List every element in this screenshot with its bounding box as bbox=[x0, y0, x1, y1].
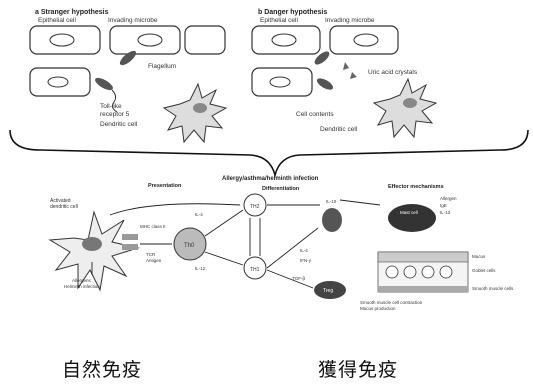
activated-dendritic-cell bbox=[50, 212, 138, 290]
label-il10: IL-10 bbox=[326, 199, 337, 204]
epithelial-cell bbox=[185, 26, 225, 54]
dendritic-cell bbox=[164, 84, 226, 142]
label-microbe: Invading microbe bbox=[325, 17, 375, 24]
label-il4: IL-4 bbox=[195, 212, 203, 217]
label-microbe: Invading microbe bbox=[108, 17, 158, 24]
epithelium-block bbox=[378, 252, 468, 292]
label-flagellum: Flagellum bbox=[148, 63, 176, 70]
nucleus bbox=[48, 77, 68, 87]
nucleus bbox=[270, 77, 290, 87]
label-tlr: Toll-like bbox=[100, 103, 122, 110]
label-activated-dc2: dendritic cell bbox=[50, 204, 78, 210]
adaptive-immunity-panel: Allergy/asthma/helminth infection Presen… bbox=[50, 176, 514, 311]
label-bottom-note2: Mucus production bbox=[360, 306, 396, 311]
label-il12: IL-12 bbox=[195, 266, 206, 271]
col-presentation: Presentation bbox=[148, 183, 182, 189]
panel-danger-hypothesis: b Danger hypothesis Epithelial cell Inva… bbox=[252, 9, 436, 137]
mhc-molecule bbox=[122, 234, 138, 240]
caption-innate-immunity: 自然免疫 bbox=[62, 355, 142, 382]
label-smooth: Smooth muscle cells bbox=[472, 286, 514, 291]
label-antigen: Antigen bbox=[146, 258, 162, 263]
col-differentiation: Differentiation bbox=[262, 186, 300, 192]
label-ige: IgE bbox=[440, 203, 447, 208]
label-epithelial: Epithelial cell bbox=[38, 17, 76, 24]
panel-stranger-hypothesis: a Stranger hypothesis Epithelial cell In… bbox=[30, 9, 226, 142]
label-dendritic: Dendritic cell bbox=[320, 126, 358, 133]
label-epithelial: Epithelial cell bbox=[260, 17, 298, 24]
nucleus bbox=[138, 34, 162, 46]
col-effector: Effector mechanisms bbox=[388, 184, 444, 190]
microbe bbox=[315, 76, 335, 92]
label-goblet: Goblet cells bbox=[472, 268, 496, 273]
label-bottom-note: Smooth muscle cell contraction bbox=[360, 300, 423, 305]
nucleus bbox=[50, 34, 74, 46]
panel-b-title: b Danger hypothesis bbox=[258, 9, 327, 16]
nucleus bbox=[354, 34, 378, 46]
tcr-molecule bbox=[122, 244, 138, 250]
label-tlr2: receptor 5 bbox=[100, 111, 130, 118]
label-ifn: IFN-γ bbox=[300, 258, 312, 263]
epithelial-cell bbox=[330, 26, 398, 54]
label-th1: TH1 bbox=[250, 267, 260, 273]
mast-cell bbox=[388, 204, 436, 232]
epithelial-cell bbox=[110, 26, 180, 54]
label-mucus: Mucus bbox=[472, 254, 486, 259]
label-th0: Th0 bbox=[184, 243, 195, 249]
caption-adaptive-immunity: 獲得免疫 bbox=[318, 355, 398, 382]
uric-crystals bbox=[343, 62, 357, 79]
epithelial-cell bbox=[252, 68, 312, 96]
epithelial-cell bbox=[30, 68, 90, 96]
epithelial-cell bbox=[30, 26, 100, 54]
microbe bbox=[118, 49, 138, 68]
label-treg: Treg bbox=[323, 288, 333, 294]
label-allergens-in: Allergens bbox=[72, 278, 92, 283]
microbe bbox=[313, 49, 332, 67]
label-mhc: MHC class II bbox=[140, 224, 166, 229]
microbe bbox=[93, 76, 114, 93]
label-allergen: Allergen bbox=[440, 196, 457, 201]
epithelial-cell bbox=[252, 26, 320, 54]
dendritic-cell bbox=[374, 79, 436, 137]
label-dendritic: Dendritic cell bbox=[100, 121, 138, 128]
label-il13: IL-13 bbox=[440, 210, 451, 215]
label-contents: Cell contents bbox=[296, 111, 334, 118]
panel-a-title: a Stranger hypothesis bbox=[35, 9, 109, 16]
b-cell bbox=[322, 208, 342, 232]
nucleus bbox=[272, 34, 296, 46]
label-helminth-in: Helminth infection bbox=[64, 284, 100, 289]
label-tgf: TGF-β bbox=[292, 276, 305, 281]
curly-brace bbox=[10, 130, 528, 175]
label-uric: Uric acid crystals bbox=[368, 69, 418, 76]
label-tcr: TCR bbox=[146, 252, 156, 257]
label-il4b: IL-4 bbox=[300, 248, 308, 253]
header-allergy: Allergy/asthma/helminth infection bbox=[222, 176, 319, 182]
label-mast: Mast cell bbox=[400, 210, 418, 215]
label-th2: TH2 bbox=[250, 204, 260, 210]
